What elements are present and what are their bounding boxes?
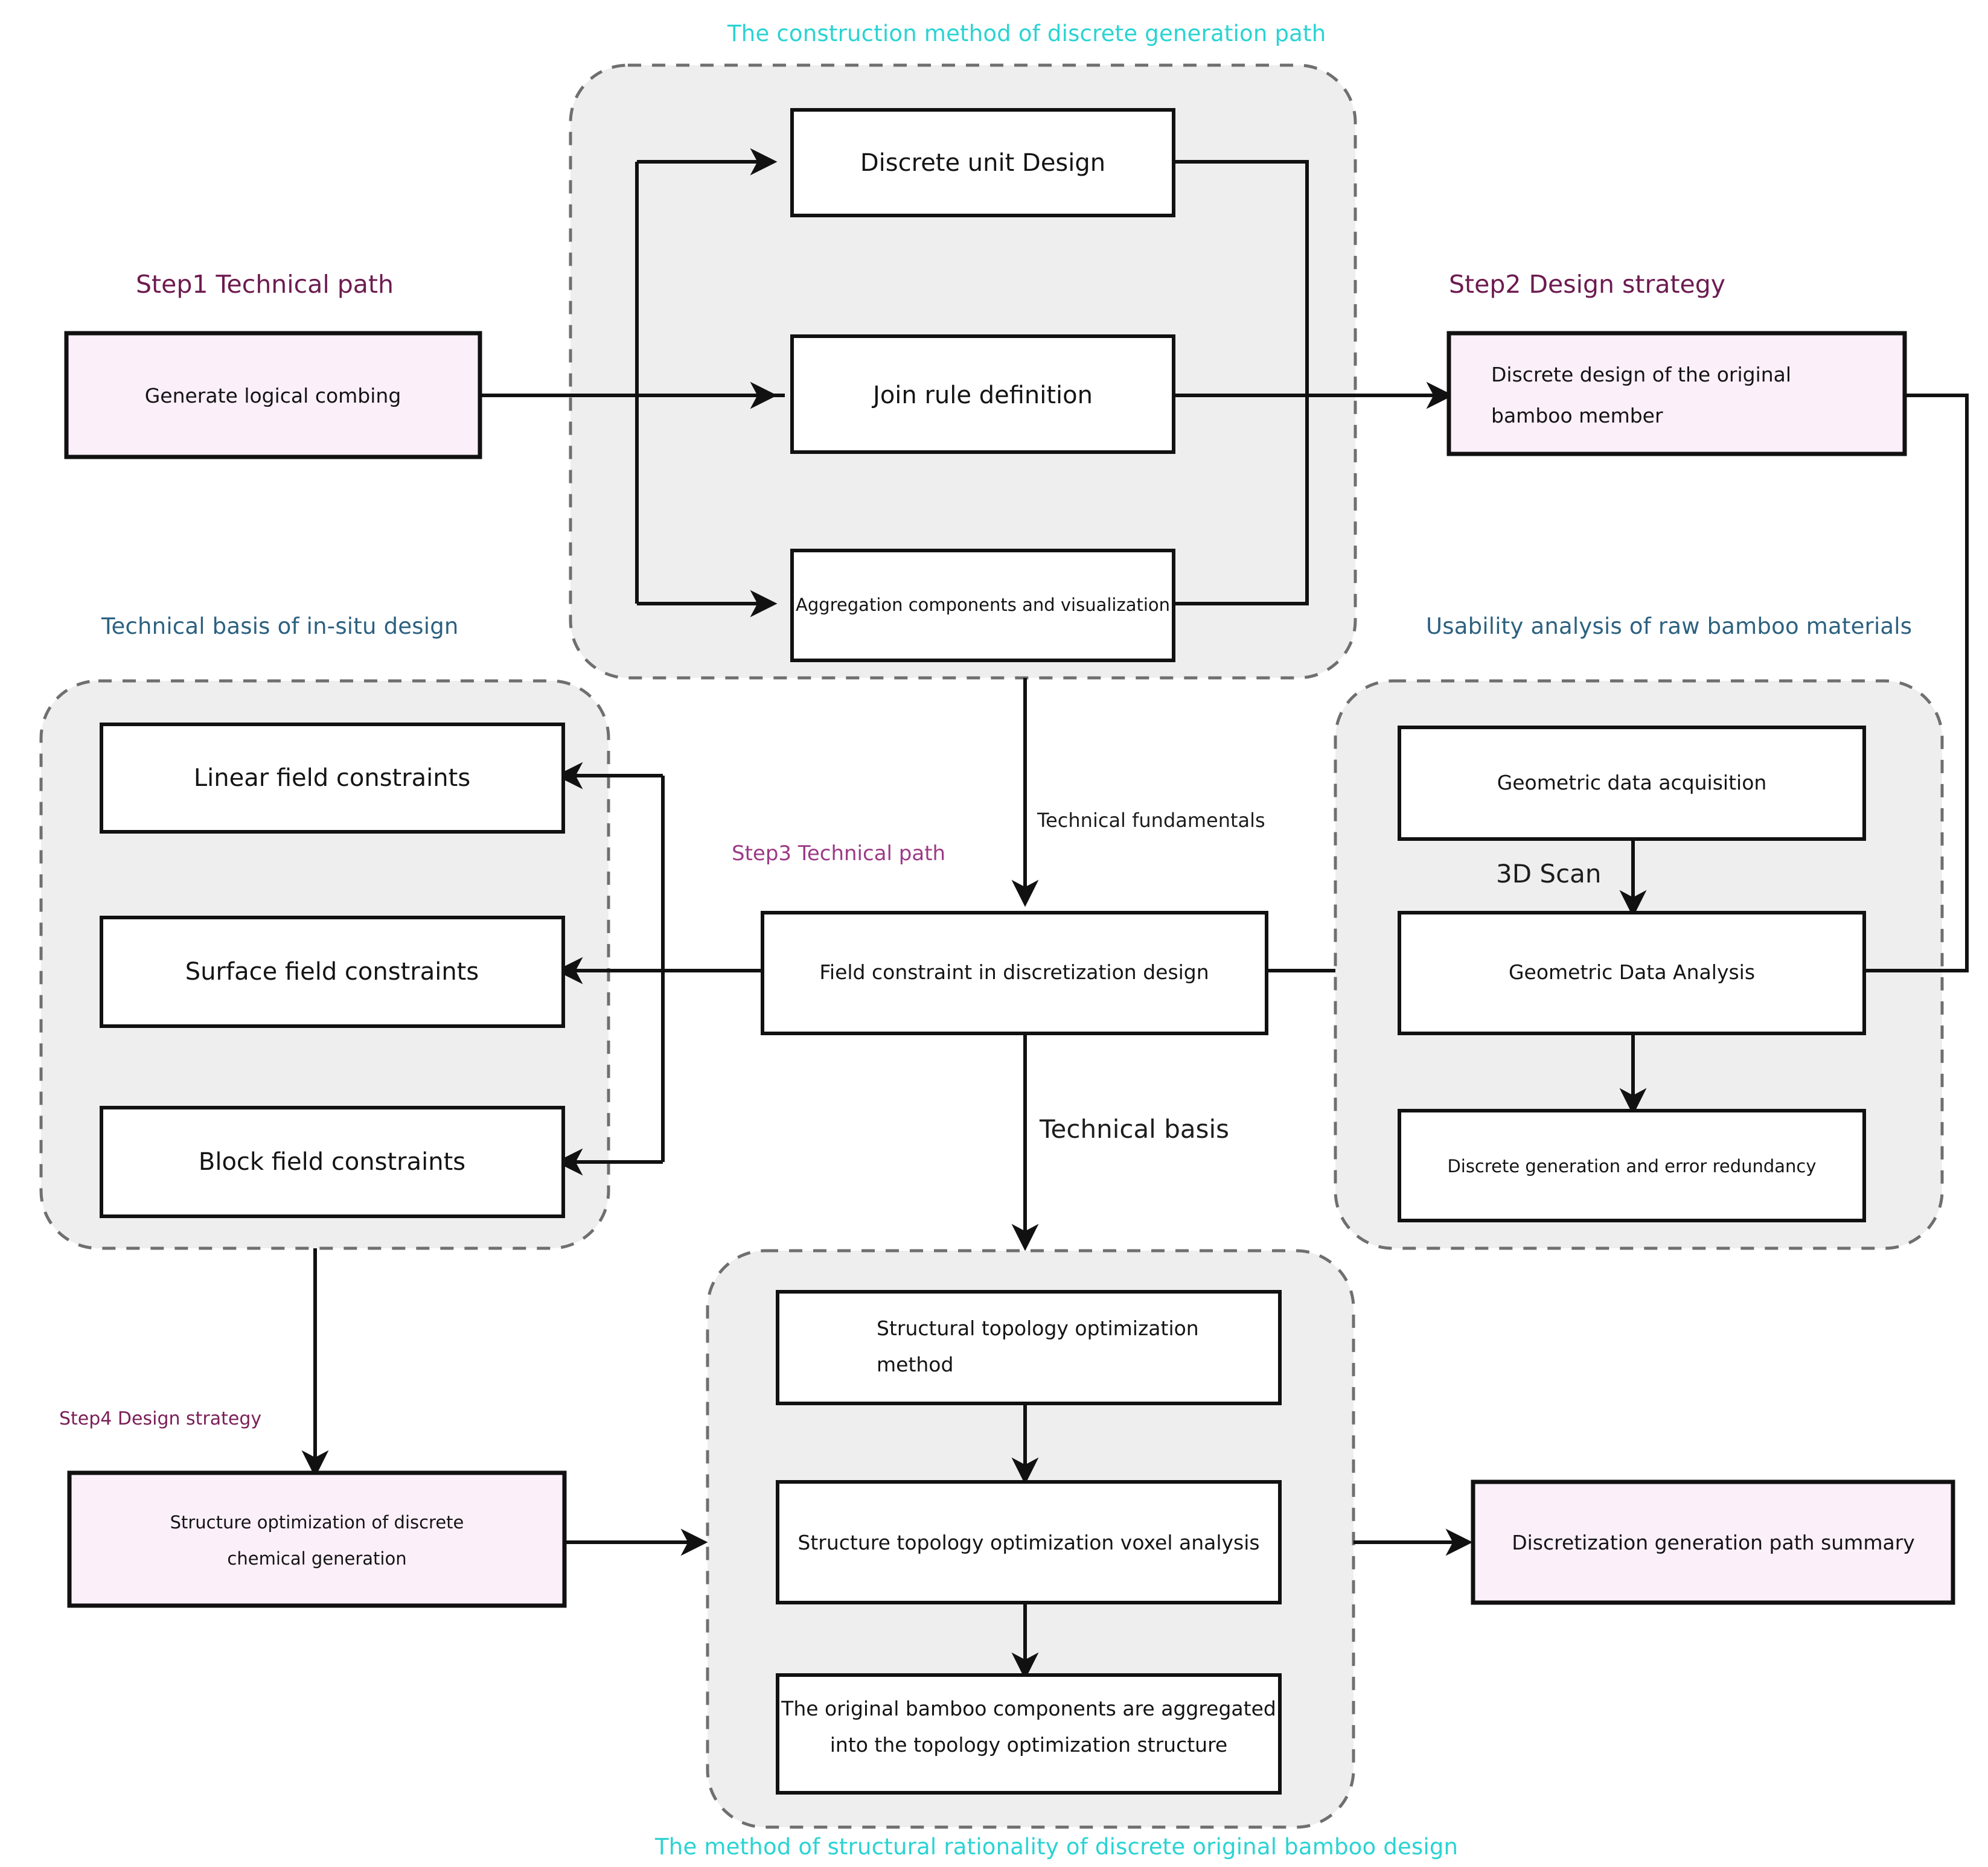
node-geometric-data-acquisition[interactable]	[1398, 726, 1866, 841]
node-label-join-rule-definition: Join rule definition	[871, 381, 1093, 409]
node-label-discretization-summary: Discretization generation path summary	[1512, 1531, 1915, 1554]
node-label-linear-field-constraints: Linear field constraints	[194, 764, 470, 792]
node-field-constraint-discretization[interactable]	[761, 911, 1268, 1035]
node-linear-field-constraints[interactable]	[100, 723, 565, 834]
group-label-top: The construction method of discrete gene…	[727, 21, 1326, 46]
node-label-structure-opt-line2: chemical generation	[227, 1548, 406, 1569]
node-label-surface-field-constraints: Surface field constraints	[185, 958, 479, 986]
node-label-original-bamboo-line2: into the topology optimization structure	[830, 1733, 1228, 1757]
node-label-discrete-unit-design: Discrete unit Design	[860, 149, 1105, 177]
node-label-discrete-design-line1: Discrete design of the original	[1491, 363, 1791, 386]
node-label-generate-logical-combing: Generate logical combing	[145, 384, 401, 407]
group-label-right: Usability analysis of raw bamboo materia…	[1426, 613, 1912, 639]
node-discrete-design-original-bamboo[interactable]	[1446, 331, 1907, 456]
step-label-2: Step2 Design strategy	[1449, 270, 1725, 299]
wire-step2-to-geometric-analysis	[1806, 394, 1969, 985]
node-label-geometric-data-analysis: Geometric Data Analysis	[1509, 960, 1755, 984]
node-discrete-generation-error-redundancy[interactable]	[1398, 1109, 1866, 1222]
node-block-field-constraints[interactable]	[100, 1106, 565, 1218]
node-structural-topology-optimization-method[interactable]	[776, 1290, 1282, 1405]
node-label-structural-topology-line1: Structural topology optimization	[877, 1316, 1199, 1340]
edge-label-technical-basis: Technical basis	[1039, 1114, 1229, 1144]
step-label-4: Step4 Design strategy	[59, 1408, 261, 1429]
node-join-rule-definition[interactable]	[790, 334, 1175, 454]
edge-label-3d-scan: 3D Scan	[1496, 859, 1602, 889]
node-label-discrete-design-line2: bamboo member	[1491, 404, 1663, 427]
node-geometric-data-analysis[interactable]	[1398, 911, 1866, 1035]
step-label-3: Step3 Technical path	[732, 841, 945, 866]
group-label-bottom: The method of structural rationality of …	[654, 1834, 1458, 1860]
step-label-1: Step1 Technical path	[136, 270, 394, 299]
node-structure-optimization-discrete[interactable]	[67, 1470, 567, 1608]
node-label-structure-voxel: Structure topology optimization voxel an…	[797, 1531, 1259, 1554]
edge-label-technical-fundamentals: Technical fundamentals	[1037, 809, 1265, 832]
wire-top-right-bus	[1156, 160, 1309, 605]
node-label-structural-topology-line2: method	[877, 1353, 953, 1376]
node-discretization-generation-path-summary[interactable]	[1471, 1479, 1955, 1605]
node-label-field-constraint: Field constraint in discretization desig…	[819, 960, 1209, 984]
group-label-left: Technical basis of in-situ design	[101, 613, 459, 639]
node-label-structure-opt-line1: Structure optimization of discrete	[170, 1512, 464, 1533]
node-label-aggregation-components: Aggregation components and visualization	[796, 595, 1170, 615]
node-label-original-bamboo-line1: The original bamboo components are aggre…	[781, 1697, 1276, 1720]
node-label-discrete-generation-error: Discrete generation and error redundancy	[1447, 1156, 1816, 1176]
node-label-block-field-constraints: Block field constraints	[199, 1148, 465, 1176]
node-aggregation-components[interactable]	[790, 549, 1175, 662]
node-surface-field-constraints[interactable]	[100, 916, 565, 1028]
node-label-geometric-data-acquisition: Geometric data acquisition	[1497, 771, 1767, 794]
node-discrete-unit-design[interactable]	[790, 108, 1175, 217]
node-generate-logical-combing[interactable]	[64, 331, 482, 459]
node-structure-topology-voxel-analysis[interactable]	[776, 1480, 1282, 1604]
node-original-bamboo-aggregated[interactable]	[776, 1673, 1282, 1795]
